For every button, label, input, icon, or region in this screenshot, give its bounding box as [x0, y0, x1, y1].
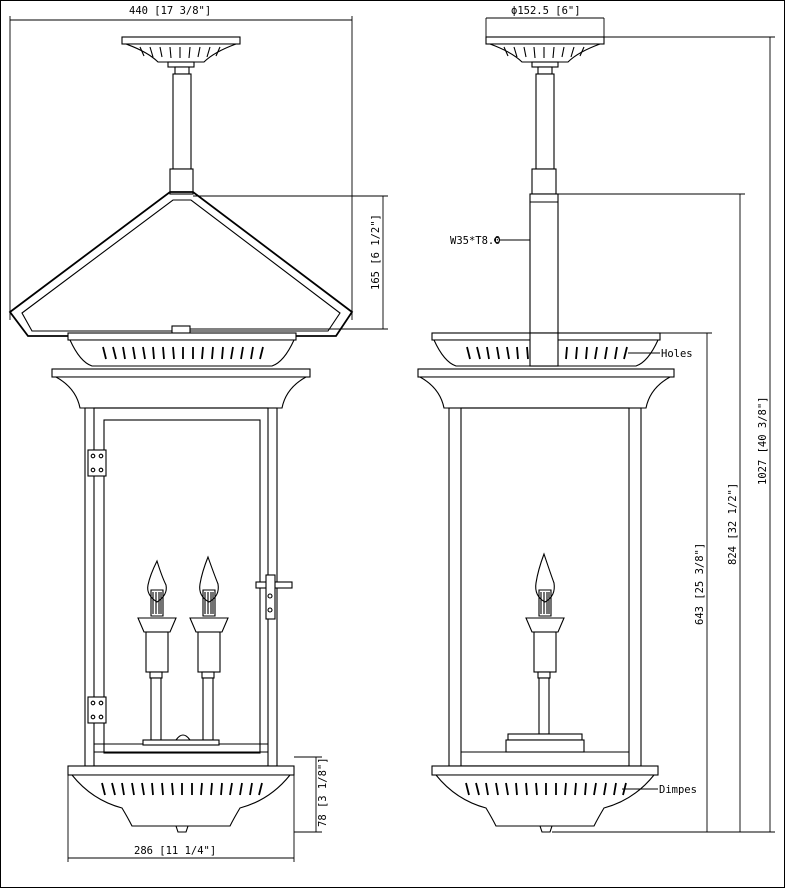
front-canopy: [121, 36, 241, 75]
front-candle-left: [137, 559, 177, 741]
front-door-latch: [255, 574, 293, 620]
holes-label: Holes: [661, 348, 693, 360]
dim-height-1027: 1027 [40 3/8"]: [604, 36, 775, 833]
front-stem: [169, 73, 194, 195]
dim-base-width: 286 [11 1/4"]: [67, 775, 295, 862]
dim-height-643: 643 [25 3/8"]: [552, 332, 712, 833]
front-bottom-base: [67, 765, 295, 833]
dim-height-824: 824 [32 1/2"]: [558, 193, 745, 833]
dimples-callout: Dimpes: [622, 784, 697, 796]
side-collar-holes: [466, 346, 628, 360]
front-collar-holes: [102, 346, 264, 360]
base-height-label: 78 [3 1/8"]: [317, 757, 329, 827]
height-643-label: 643 [25 3/8"]: [694, 543, 706, 625]
canopy-diameter-label: ϕ152.5 [6"]: [511, 5, 581, 17]
side-bottom-base: [431, 765, 659, 833]
front-hinge-top: [87, 449, 107, 477]
front-base-dimples: [101, 782, 263, 796]
side-view: ϕ152.5 [6"] W35*T8.0: [417, 5, 775, 833]
front-candle-right: [189, 555, 229, 741]
holes-callout: Holes: [628, 348, 693, 360]
side-canopy: [485, 36, 605, 75]
height-1027-label: 1027 [40 3/8"]: [757, 396, 769, 485]
top-width-label: 440 [17 3/8"]: [129, 5, 211, 17]
side-base-dimples: [465, 782, 627, 796]
dim-base-height: 78 [3 1/8"]: [294, 756, 329, 833]
side-candle: [505, 552, 585, 753]
cage-height-label: 165 [6 1/2"]: [370, 214, 382, 290]
dim-cage-height: 165 [6 1/2"]: [190, 195, 388, 330]
front-cage: [8, 191, 354, 337]
front-view: 440 [17 3/8"] 165 [6 1/2"]: [8, 5, 388, 862]
base-width-label: 286 [11 1/4"]: [134, 845, 216, 857]
front-candle-base: [142, 739, 220, 746]
tube-spec-label: W35*T8.0: [450, 235, 501, 247]
side-top-collar: [417, 332, 675, 409]
dim-canopy-diameter: ϕ152.5 [6"]: [485, 5, 605, 37]
front-top-collar: [51, 332, 311, 409]
front-hinge-bottom: [87, 696, 107, 724]
dim-top-width: 440 [17 3/8"]: [9, 5, 353, 320]
front-glass-box: [84, 407, 278, 767]
height-824-label: 824 [32 1/2"]: [727, 483, 739, 565]
dimples-label: Dimpes: [659, 784, 697, 796]
side-stem: [529, 73, 559, 367]
tube-spec-callout: W35*T8.0: [450, 235, 530, 247]
